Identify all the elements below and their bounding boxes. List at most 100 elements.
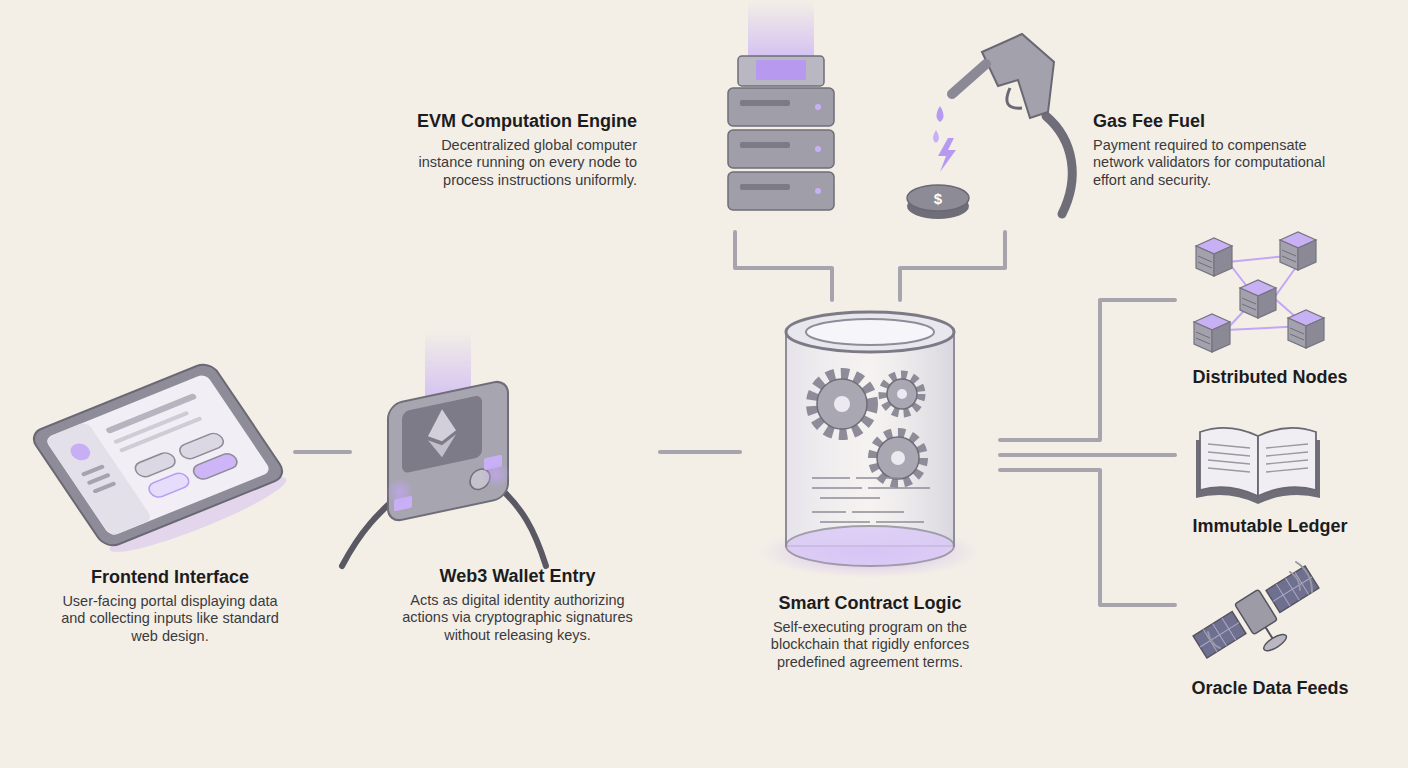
node-cluster-icon [1280, 232, 1316, 270]
component-title: EVM Computation Engine [395, 110, 637, 133]
satellite-icon [1208, 562, 1312, 648]
component-node: EVM Computation EngineDecentralized glob… [385, 20, 845, 232]
component-title: Distributed Nodes [1175, 366, 1365, 389]
server-stack-icon [728, 172, 834, 210]
satellite-icon [1190, 562, 1333, 682]
tablet-icon [81, 464, 106, 476]
code-lines [812, 478, 930, 522]
tablet-icon [28, 361, 287, 550]
component-node: Gas Fee FuelPayment required to compensa… [895, 20, 1375, 232]
contract-cylinder-icon [760, 312, 980, 578]
satellite-icon [1290, 572, 1300, 590]
fuel-nozzle-icon [1007, 88, 1022, 108]
server-stack-icon [740, 142, 790, 148]
wallet-icon [402, 395, 482, 474]
tablet-icon [190, 451, 240, 481]
code-lines [856, 477, 900, 479]
component-title: Immutable Ledger [1175, 515, 1365, 538]
satellite-icon [1190, 562, 1333, 682]
book-icon [1196, 428, 1320, 504]
node-cluster-icon [1288, 310, 1324, 348]
fuel-nozzle-icon [937, 106, 944, 122]
tablet-icon [44, 421, 153, 537]
fuel-nozzle-icon [933, 130, 939, 143]
book-icon [1266, 468, 1308, 472]
component-description: Acts as digital identity authorizing act… [390, 592, 645, 645]
component-description: User-facing portal displaying data and c… [55, 593, 285, 646]
currency-symbol: $ [934, 190, 942, 207]
fuel-nozzle-icon [907, 34, 1072, 219]
fuel-nozzle-icon [907, 185, 969, 211]
component-description: Payment required to compensate network v… [1093, 137, 1345, 190]
wallet-icon [386, 478, 414, 506]
connector-line [900, 232, 1005, 300]
satellite-icon [1261, 631, 1288, 653]
connector-line [1000, 470, 1175, 605]
wallet-icon [342, 330, 546, 566]
node-cluster-icon [1194, 314, 1230, 352]
server-stack-icon [815, 146, 821, 152]
server-stack-icon [748, 0, 814, 58]
book-icon [1208, 444, 1250, 448]
gear-icon [897, 389, 907, 399]
connector-line [1000, 453, 1175, 457]
component-node: Smart Contract LogicSelf-executing progr… [740, 300, 1000, 700]
text-block: EVM Computation EngineDecentralized glob… [395, 110, 637, 190]
contract-cylinder-icon [786, 312, 954, 352]
node-cluster-icon [1240, 280, 1276, 318]
component-description: Decentralized global computer instance r… [395, 137, 637, 190]
component-title: Gas Fee Fuel [1093, 110, 1345, 133]
server-stack-icon [815, 104, 821, 110]
satellite-icon [1273, 577, 1312, 601]
fuel-nozzle-icon [982, 34, 1054, 118]
component-node: Immutable Ledger [1175, 412, 1365, 550]
code-lines [820, 521, 870, 523]
satellite-icon [1193, 566, 1319, 658]
book-icon [1266, 452, 1308, 456]
gear-icon [887, 379, 917, 409]
book-icon [1208, 468, 1250, 472]
component-node: Oracle Data Feeds [1175, 552, 1365, 712]
tablet-icon [86, 473, 111, 485]
contract-cylinder-icon [786, 526, 954, 566]
component-description: Self-executing program on the blockchain… [750, 619, 990, 672]
text-block: Web3 Wallet EntryActs as digital identit… [390, 565, 645, 645]
satellite-icon [1208, 632, 1220, 648]
component-title: Frontend Interface [55, 566, 285, 589]
satellite-icon [1200, 623, 1239, 647]
component-node: Distributed Nodes [1175, 228, 1365, 401]
code-lines [852, 511, 904, 513]
fuel-nozzle-icon [952, 64, 986, 94]
text-block: Frontend InterfaceUser-facing portal dis… [55, 566, 285, 646]
server-stack-icon [815, 188, 821, 194]
code-lines [820, 497, 880, 499]
contract-cylinder-icon [806, 319, 934, 345]
code-lines [876, 521, 924, 523]
text-block: Oracle Data Feeds [1175, 677, 1365, 704]
server-stack-icon [740, 100, 790, 106]
book-icon [1208, 444, 1308, 472]
component-node: Frontend InterfaceUser-facing portal dis… [45, 330, 295, 654]
wallet-icon [428, 434, 456, 460]
server-stack-icon [740, 184, 790, 190]
wallet-icon [482, 460, 510, 488]
tablet-icon [44, 373, 272, 536]
satellite-icon [1235, 589, 1278, 634]
connector-line [1000, 300, 1175, 440]
book-icon [1266, 444, 1308, 448]
gear-icon [883, 375, 921, 413]
component-title: Smart Contract Logic [750, 592, 990, 615]
gear-icon [891, 451, 905, 465]
text-block: Distributed Nodes [1175, 366, 1365, 393]
code-lines [868, 487, 930, 489]
server-stack-icon [756, 60, 806, 80]
server-stack-icon [728, 88, 834, 126]
component-title: Oracle Data Feeds [1175, 677, 1365, 700]
tablet-icon [92, 481, 117, 493]
gear-icon [834, 396, 850, 412]
code-lines [812, 487, 862, 489]
satellite-icon [1296, 562, 1312, 592]
tablet-icon [28, 361, 297, 563]
book-icon [1258, 428, 1316, 496]
text-block: Gas Fee FuelPayment required to compensa… [1093, 110, 1345, 190]
